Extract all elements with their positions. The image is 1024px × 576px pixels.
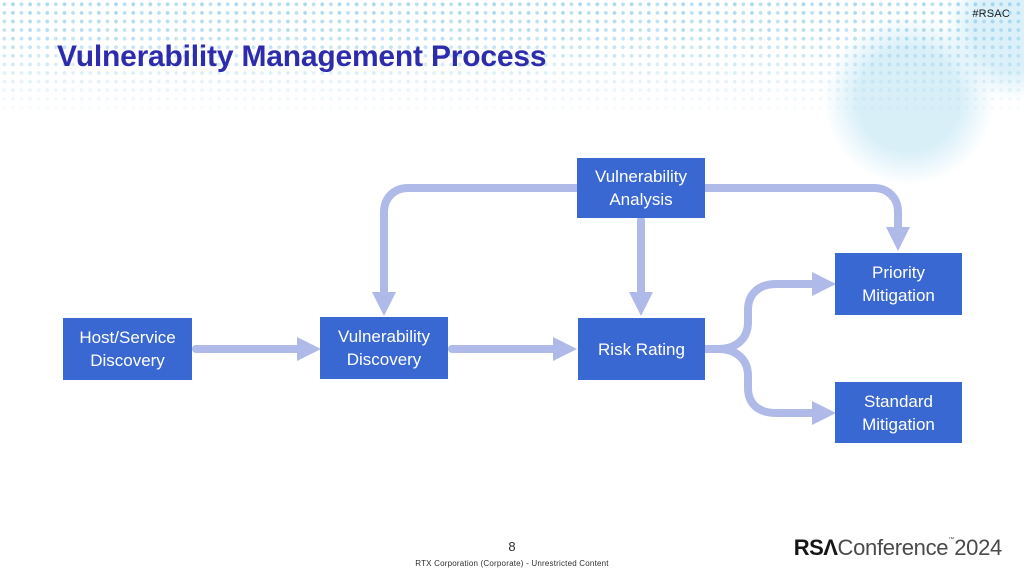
arrowhead-risk-rating-to-standard — [812, 401, 836, 425]
arrowhead-analysis-to-priority — [886, 227, 910, 251]
node-standard-mitigation: Standard Mitigation — [835, 382, 962, 443]
node-label-line: Vulnerability — [595, 167, 687, 186]
node-label-line: Mitigation — [862, 286, 935, 305]
node-label-line: Analysis — [609, 190, 673, 209]
slide-title: Vulnerability Management Process — [57, 40, 547, 73]
node-label-line: Host/Service — [79, 328, 176, 347]
node-vulnerability-analysis: Vulnerability Analysis — [577, 158, 705, 218]
arrowhead-analysis-to-risk-rating — [629, 292, 653, 316]
node-label-line: Standard — [864, 391, 933, 411]
arrow-risk-rating-to-priority — [701, 280, 816, 353]
arrowhead-analysis-to-discovery — [372, 292, 396, 316]
node-label-line: Mitigation — [862, 414, 935, 434]
arrowhead-host-to-discovery — [297, 337, 321, 361]
arrow-risk-rating-to-standard — [701, 345, 816, 417]
arrowhead-discovery-to-risk-rating — [553, 337, 577, 361]
node-label-line: Priority — [872, 263, 925, 282]
arrow-analysis-to-discovery — [380, 184, 581, 296]
node-risk-rating: Risk Rating — [578, 318, 705, 380]
rsac-hashtag: #RSAC — [972, 8, 1010, 20]
logo-name-text: Conference — [837, 535, 949, 560]
node-priority-mitigation: Priority Mitigation — [835, 253, 962, 315]
dot-pattern-decoration — [0, 0, 1024, 118]
node-host-service-discovery: Host/Service Discovery — [63, 318, 192, 380]
logo-brand-text: RSΛ — [793, 535, 838, 560]
arrow-analysis-to-priority — [701, 184, 902, 233]
rsa-conference-logo: RSΛConference™2024 — [793, 535, 1003, 561]
node-label-line: Discovery — [90, 351, 165, 370]
footer-classification-text: RTX Corporation (Corporate) - Unrestrict… — [415, 559, 609, 568]
logo-year-text: 2024 — [954, 535, 1002, 560]
page-number: 8 — [508, 539, 516, 554]
node-label-line: Vulnerability — [338, 327, 430, 346]
node-vulnerability-discovery: Vulnerability Discovery — [320, 317, 448, 379]
logo-trademark-symbol: ™ — [948, 537, 955, 543]
node-label-line: Risk Rating — [598, 339, 685, 359]
node-label-line: Discovery — [346, 350, 422, 369]
arrowhead-risk-rating-to-priority — [812, 272, 836, 296]
